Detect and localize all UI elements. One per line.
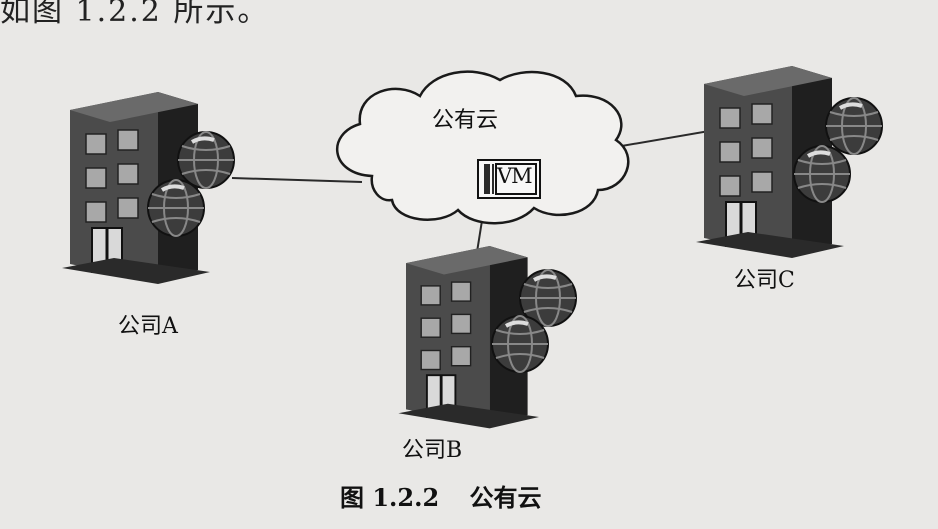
cloud-label: 公有云	[432, 108, 499, 133]
vm-label: VM	[497, 164, 533, 188]
company-c-label: 公司C	[734, 268, 795, 293]
company-a-label: 公司A	[118, 314, 178, 339]
vm-box-icon	[477, 159, 541, 199]
page-text-fragment: 如图 1.2.2 所示。	[0, 0, 270, 29]
cloud-icon	[335, 70, 630, 225]
figure-number: 图 1.2.2	[340, 483, 440, 512]
figure-title: 公有云	[469, 483, 542, 512]
figure-caption: 图 1.2.2 公有云	[340, 478, 542, 513]
link-a-cloud	[231, 177, 363, 183]
company-b-label: 公司B	[402, 438, 463, 463]
